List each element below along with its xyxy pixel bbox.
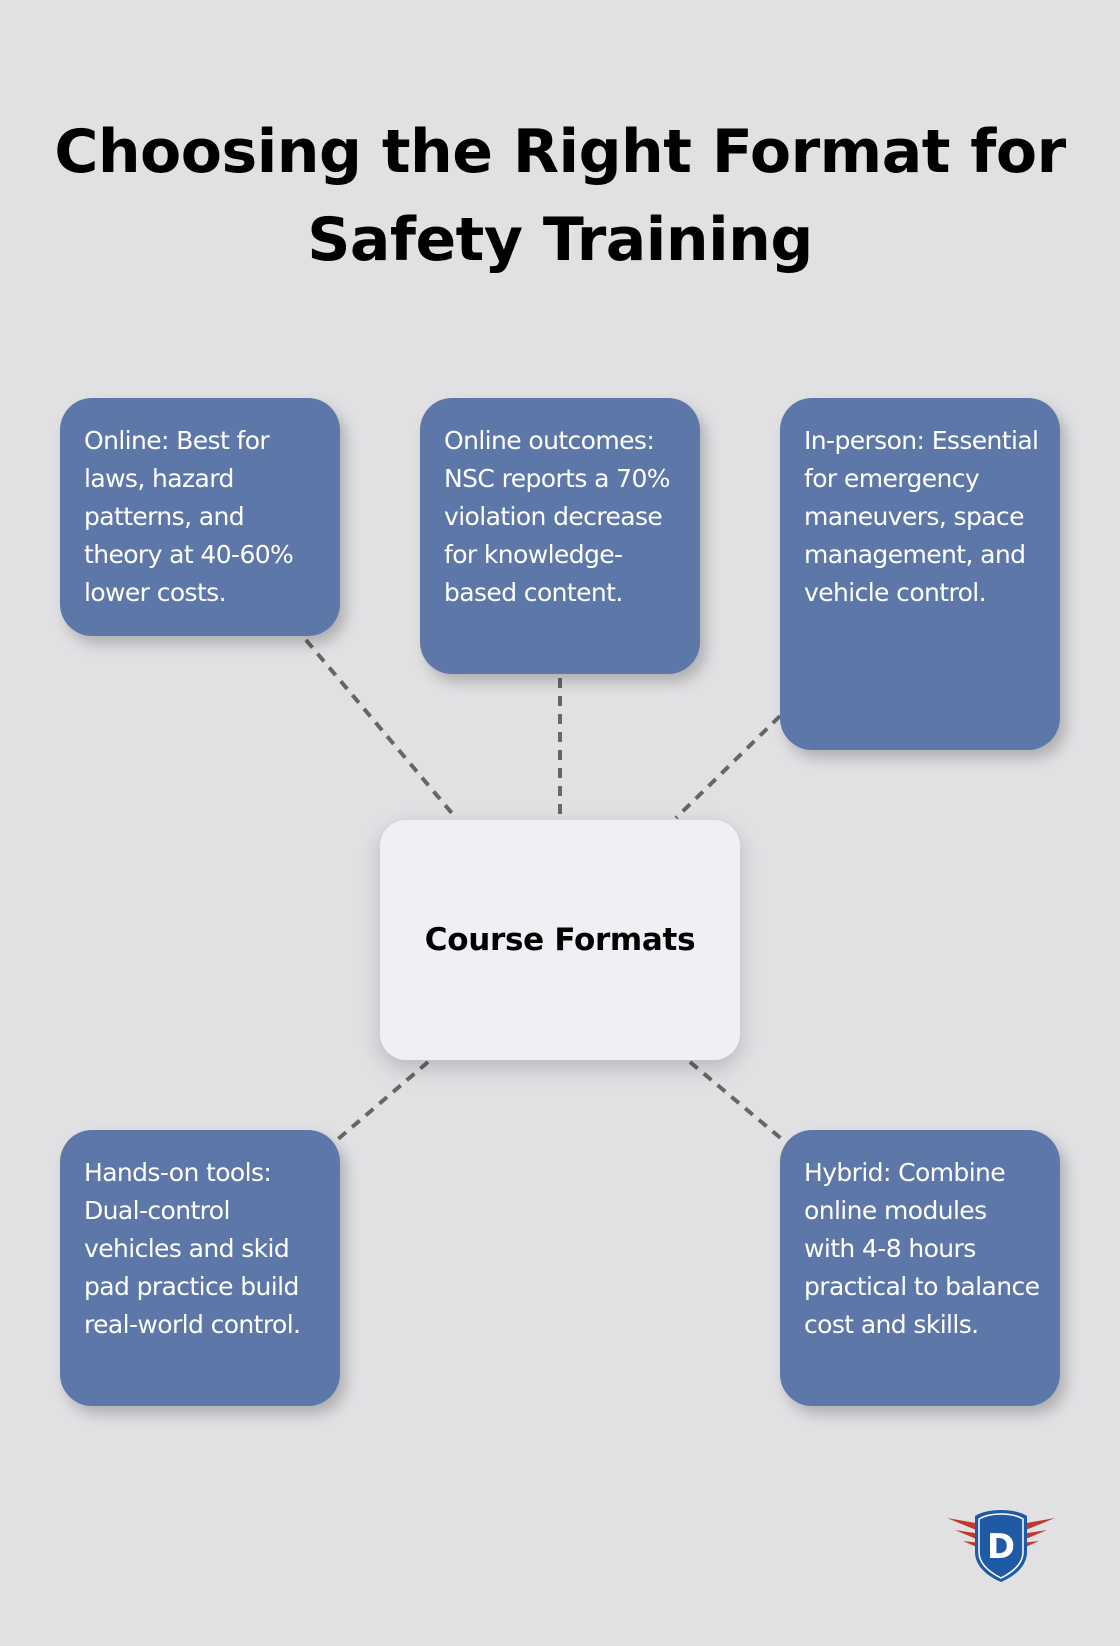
shield-logo-icon: D <box>947 1510 1055 1582</box>
card-text: Online outcomes: NSC reports a 70% viola… <box>444 426 671 607</box>
title-line-2: Safety Training <box>307 205 813 275</box>
card-text: Hybrid: Combine online modules with 4-8 … <box>804 1158 1040 1339</box>
center-node: Course Formats <box>380 820 740 1060</box>
connector-in-person <box>674 714 782 820</box>
connector-hybrid <box>688 1060 792 1148</box>
card-in-person: In-person: Essential for emergency maneu… <box>780 398 1060 750</box>
card-online: Online: Best for laws, hazard patterns, … <box>60 398 340 636</box>
card-text: Hands-on tools: Dual-control vehicles an… <box>84 1158 301 1339</box>
card-text: In-person: Essential for emergency maneu… <box>804 426 1039 607</box>
center-label: Course Formats <box>424 922 696 958</box>
connector-hands-on <box>328 1060 430 1148</box>
page-title: Choosing the Right Format for Safety Tra… <box>0 108 1120 284</box>
card-text: Online: Best for laws, hazard patterns, … <box>84 426 294 607</box>
card-hands-on-tools: Hands-on tools: Dual-control vehicles an… <box>60 1130 340 1406</box>
card-online-outcomes: Online outcomes: NSC reports a 70% viola… <box>420 398 700 674</box>
title-line-1: Choosing the Right Format for <box>54 117 1066 187</box>
logo-letter: D <box>987 1527 1015 1567</box>
connector-online <box>304 638 458 820</box>
card-hybrid: Hybrid: Combine online modules with 4-8 … <box>780 1130 1060 1406</box>
